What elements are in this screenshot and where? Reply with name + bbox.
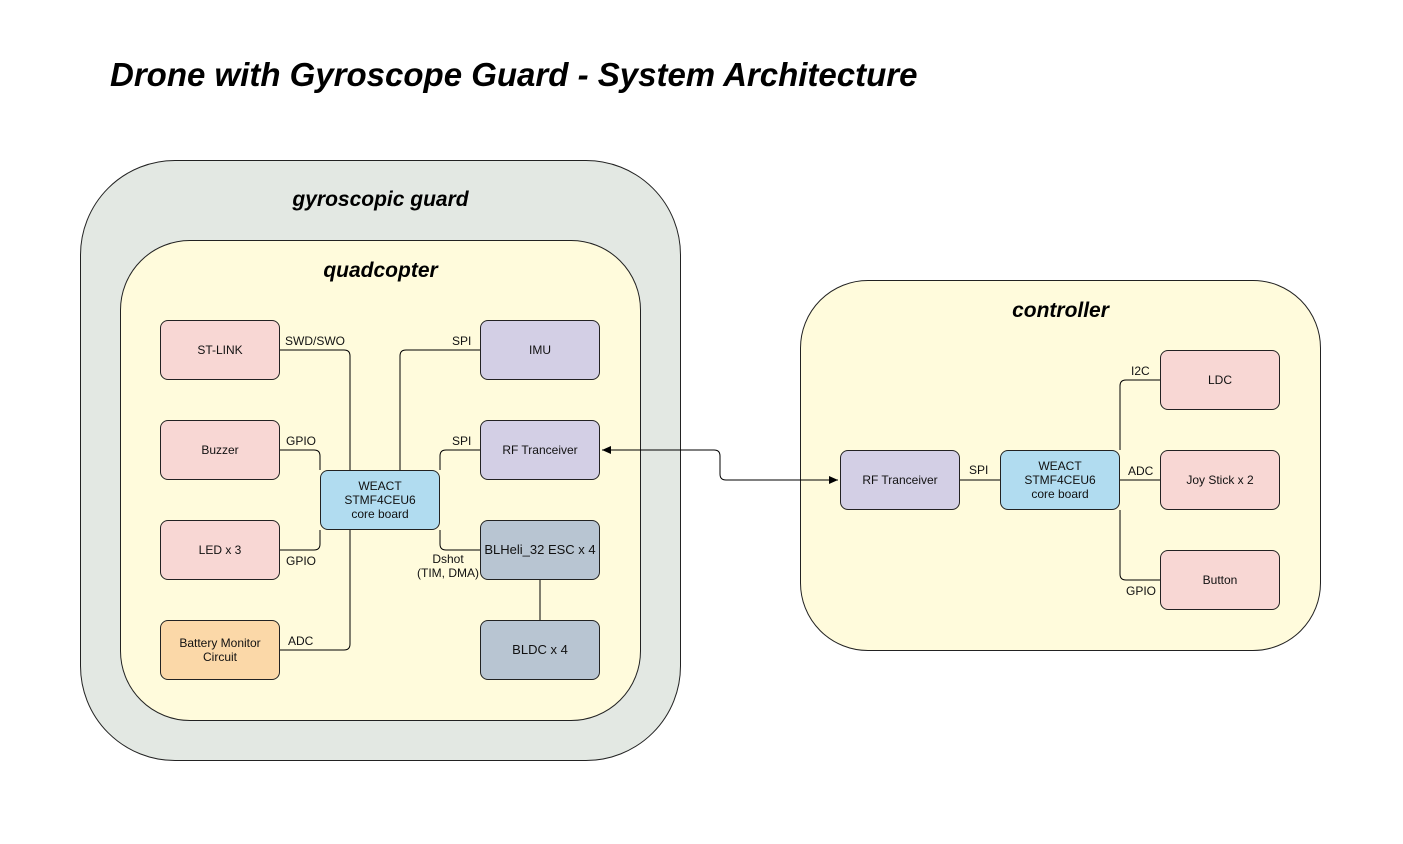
esc-label: BLHeli_32 ESC x 4 — [484, 542, 596, 557]
edge-label-dshot-line2: (TIM, DMA) — [417, 566, 479, 580]
buzzer-label: Buzzer — [201, 443, 239, 457]
controller-rf-node: RF Tranceiver — [840, 450, 960, 510]
edge-label-led-gpio: GPIO — [286, 554, 317, 568]
stlink-node: ST-LINK — [160, 320, 280, 380]
controller-mcu-line1: WEACT — [1038, 459, 1082, 473]
wire-rf-rf-link — [602, 446, 838, 484]
quad-mcu-line3: core board — [351, 507, 409, 521]
group-label-controller: controller — [1012, 299, 1109, 322]
quad-rf-node: RF Tranceiver — [480, 420, 600, 480]
ldc-label: LDC — [1207, 373, 1232, 387]
controller-mcu-line3: core board — [1031, 487, 1089, 501]
button-label: Button — [1202, 573, 1238, 587]
esc-node: BLHeli_32 ESC x 4 — [480, 520, 600, 580]
bldc-node: BLDC x 4 — [480, 620, 600, 680]
wire-mcu-esc — [439, 530, 480, 551]
stlink-label: ST-LINK — [197, 343, 243, 357]
controller-mcu-node: WEACT STMF4CEU6 core board — [1000, 450, 1120, 510]
edge-label-adc: ADC — [288, 634, 314, 648]
wire-stlink-mcu — [280, 349, 351, 470]
edge-label-imu-spi: SPI — [452, 334, 472, 348]
joystick-label: Joy Stick x 2 — [1186, 473, 1254, 487]
bldc-label: BLDC x 4 — [512, 642, 568, 657]
wire-battery-mcu — [280, 530, 351, 651]
wire-ctrl-mcu-button — [1119, 510, 1160, 581]
battery-monitor-node: Battery Monitor Circuit — [160, 620, 280, 680]
controller-mcu-line2: STMF4CEU6 — [1024, 473, 1096, 487]
quad-rf-label: RF Tranceiver — [502, 443, 578, 457]
battery-label-line2: Circuit — [202, 650, 237, 664]
edge-label-dshot-line1: Dshot — [432, 552, 464, 566]
edge-label-rf-spi: SPI — [452, 434, 472, 448]
button-node: Button — [1160, 550, 1280, 610]
quad-mcu-line2: STMF4CEU6 — [344, 493, 416, 507]
imu-label: IMU — [529, 343, 551, 357]
edge-label-ctrl-i2c: I2C — [1131, 364, 1150, 378]
wire-led-mcu — [280, 530, 321, 551]
led-node: LED x 3 — [160, 520, 280, 580]
quad-mcu-line1: WEACT — [358, 479, 402, 493]
wire-buzzer-mcu — [280, 449, 321, 470]
imu-node: IMU — [480, 320, 600, 380]
joystick-node: Joy Stick x 2 — [1160, 450, 1280, 510]
edge-label-buzzer-gpio: GPIO — [286, 434, 317, 448]
buzzer-node: Buzzer — [160, 420, 280, 480]
group-label-quadcopter: quadcopter — [323, 259, 438, 282]
ldc-node: LDC — [1160, 350, 1280, 410]
wire-mcu-rf — [439, 449, 480, 470]
quad-mcu-node: WEACT STMF4CEU6 core board — [320, 470, 440, 530]
led-label: LED x 3 — [198, 543, 242, 557]
edge-label-swd: SWD/SWO — [285, 334, 345, 348]
group-label-guard: gyroscopic guard — [292, 188, 469, 211]
controller-rf-label: RF Tranceiver — [862, 473, 938, 487]
edge-label-ctrl-spi: SPI — [969, 463, 989, 477]
edge-label-ctrl-adc: ADC — [1128, 464, 1154, 478]
wire-ctrl-mcu-ldc — [1119, 379, 1160, 450]
battery-label-line1: Battery Monitor — [179, 636, 261, 650]
edge-label-dshot: Dshot (TIM, DMA) — [410, 552, 486, 580]
wire-mcu-imu — [399, 349, 480, 470]
diagram-title: Drone with Gyroscope Guard - System Arch… — [110, 56, 918, 93]
edge-label-ctrl-gpio: GPIO — [1126, 584, 1157, 598]
